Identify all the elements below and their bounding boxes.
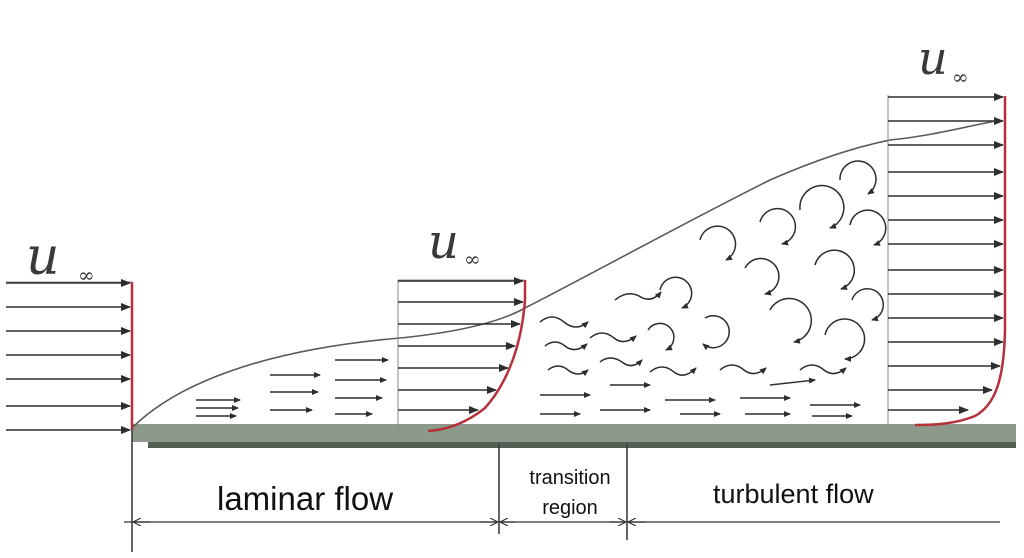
plate-shadow — [148, 439, 1016, 448]
wall-arrow — [769, 377, 816, 386]
inlet-velocity-symbol: u — [26, 227, 60, 287]
eddy — [799, 364, 847, 375]
eddy — [589, 332, 637, 343]
transition-label-line2: region — [542, 497, 598, 519]
turbulent-velocity-profile — [887, 93, 1007, 427]
flat-plate — [132, 424, 1016, 442]
turbulent-eddies — [539, 160, 887, 377]
near-wall-arrows — [540, 377, 861, 419]
eddy — [614, 291, 662, 301]
eddy — [851, 287, 885, 322]
eddy — [849, 209, 887, 246]
laminar-velocity-profile — [397, 277, 527, 433]
eddy — [824, 318, 866, 362]
eddy — [544, 341, 588, 351]
eddy — [539, 316, 589, 329]
turbulent-flow-label: turbulent flow — [713, 479, 874, 509]
eddy — [744, 257, 780, 296]
inlet-velocity-profile — [6, 279, 134, 434]
eddy — [839, 160, 877, 195]
eddy — [649, 366, 697, 376]
turbulent-velocity-symbol: u — [918, 31, 948, 85]
eddy — [814, 249, 856, 290]
eddy — [647, 322, 675, 351]
laminar-developing-profiles — [196, 357, 389, 419]
laminar-velocity-subscript: ∞ — [464, 247, 481, 271]
inlet-velocity-subscript: ∞ — [78, 263, 95, 287]
eddy — [547, 365, 589, 377]
laminar-velocity-symbol: u — [428, 214, 459, 270]
turbulent-velocity-subscript: ∞ — [952, 65, 969, 89]
boundary-layer-edge — [131, 119, 1001, 429]
laminar-profile-curve — [427, 280, 527, 433]
eddy — [719, 364, 767, 375]
eddy — [759, 207, 797, 246]
turbulent-profile-curve — [914, 96, 1007, 427]
laminar-flow-label: laminar flow — [217, 480, 393, 517]
eddy — [769, 297, 813, 344]
eddy — [702, 314, 730, 351]
eddy — [699, 225, 737, 261]
eddy — [599, 357, 643, 367]
transition-label-line1: transition — [529, 467, 610, 489]
eddy — [799, 184, 845, 229]
eddy — [659, 276, 693, 309]
